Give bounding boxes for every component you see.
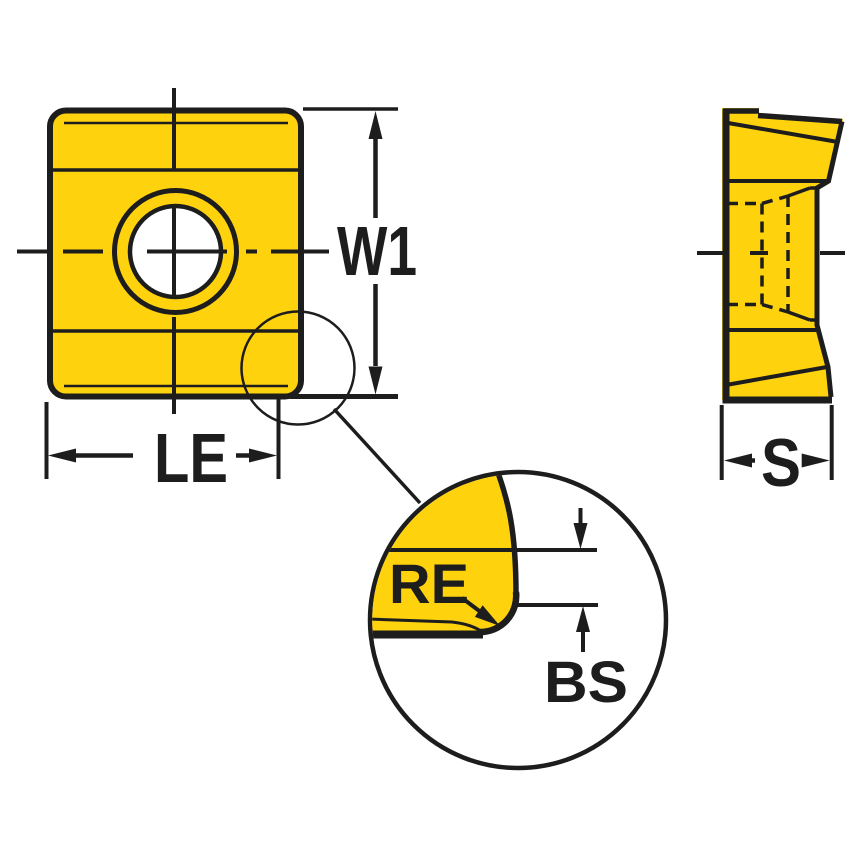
dimension-re: RE (389, 552, 500, 626)
le-label: LE (154, 419, 228, 497)
s-arrow-right (801, 453, 830, 468)
s-arrow-left (724, 453, 752, 468)
w1-label: W1 (337, 212, 417, 290)
hidden-hole-lines (727, 194, 790, 314)
side-view (697, 108, 845, 404)
le-arrow-right (249, 448, 277, 463)
bs-arrow-down (573, 523, 588, 549)
detail-leader-line (332, 407, 422, 505)
le-arrow-left (48, 448, 76, 463)
side-bottom-face-line (725, 365, 828, 387)
magnified-edge-land-line (372, 617, 482, 633)
countersink-lines (787, 186, 816, 322)
front-centerlines (17, 88, 329, 414)
w1-arrow-up (368, 111, 383, 139)
side-right-edge (814, 120, 845, 398)
detail-view: BS RE (332, 407, 669, 771)
front-view (17, 88, 356, 426)
re-arrow (474, 605, 500, 626)
s-label: S (761, 425, 801, 501)
hole-outer-circle (112, 188, 239, 315)
dimension-le: LE (44, 399, 281, 497)
side-top-face-line (727, 121, 839, 144)
detail-indicator-circle (240, 310, 356, 426)
dimension-s: S (719, 405, 834, 501)
dimension-w1: W1 (290, 107, 417, 399)
bs-arrow-up (576, 606, 590, 632)
dimension-bs: BS (516, 508, 628, 715)
magnified-corner-radius-edge (479, 591, 520, 636)
re-label: RE (389, 552, 469, 615)
bs-label: BS (544, 650, 628, 715)
w1-arrow-down (368, 366, 383, 395)
side-top-edge (757, 112, 843, 125)
magnified-right-edge (494, 474, 519, 595)
